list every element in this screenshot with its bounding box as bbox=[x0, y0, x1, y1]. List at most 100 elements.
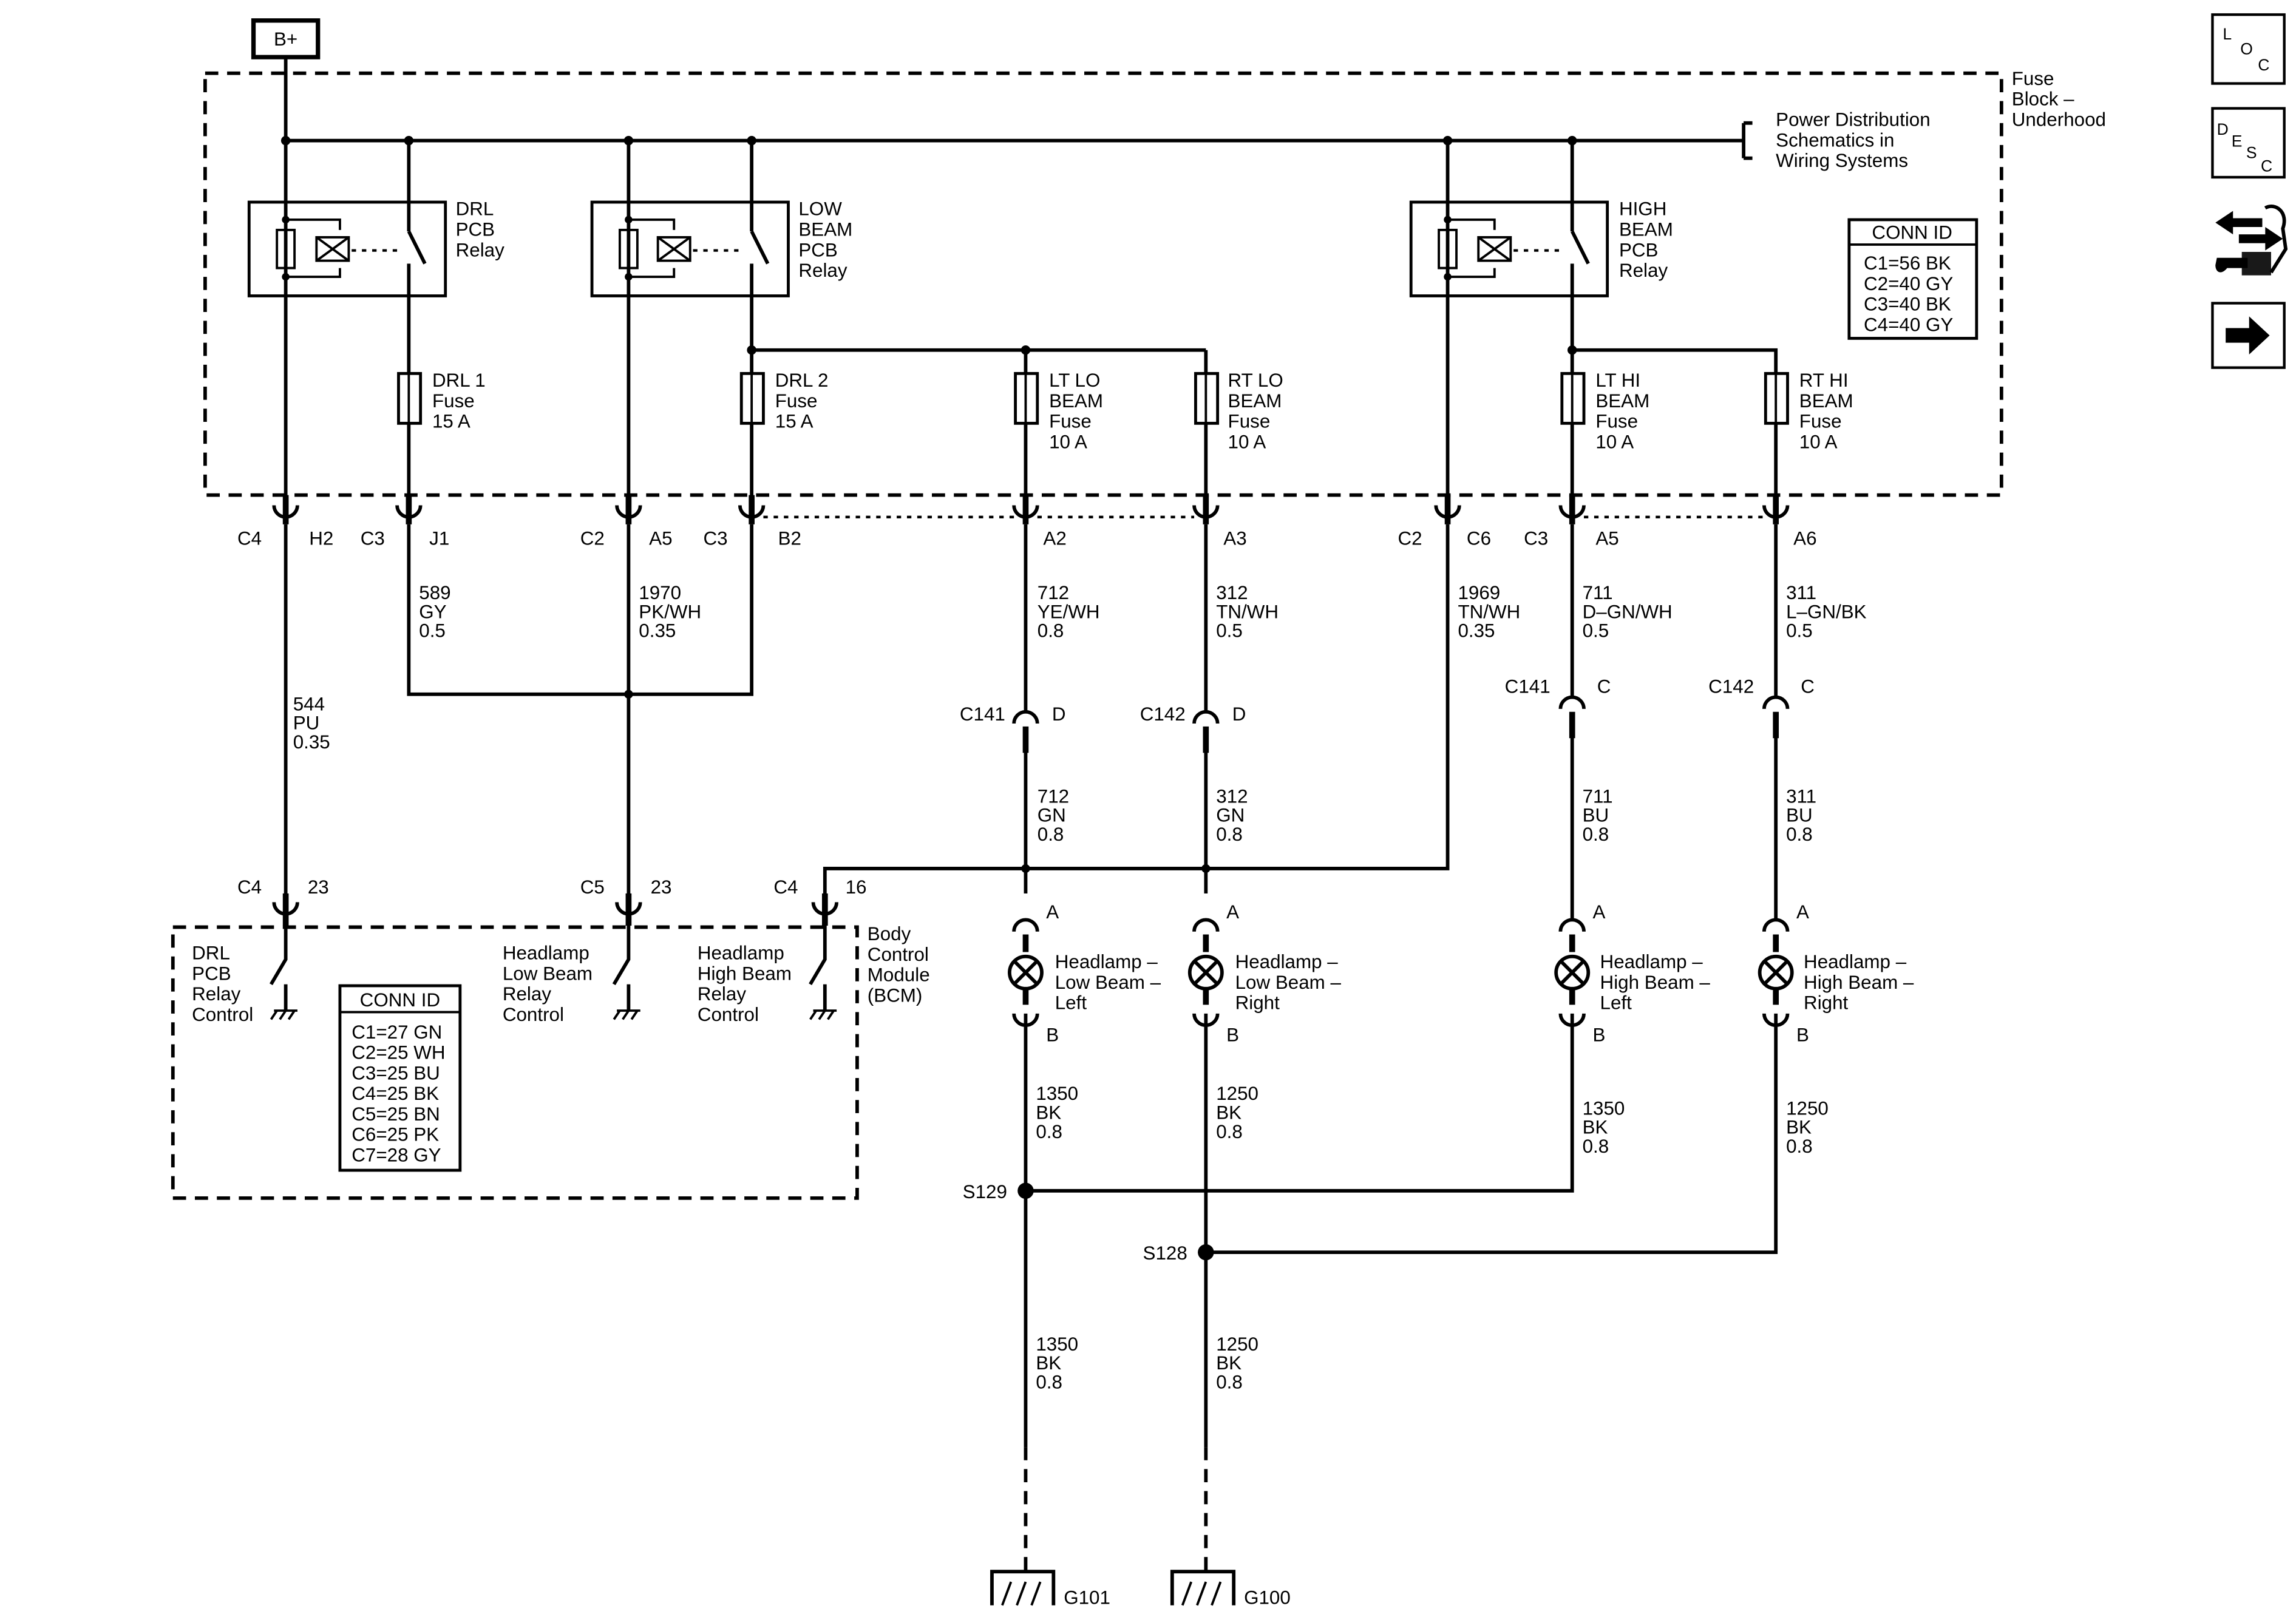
svg-text:Fuse: Fuse bbox=[1799, 411, 1842, 432]
ground-g100: G100 bbox=[1170, 1570, 1291, 1608]
svg-text:Power Distribution: Power Distribution bbox=[1776, 109, 1930, 131]
next-arrow-icon[interactable] bbox=[2211, 302, 2286, 369]
svg-text:Headlamp –: Headlamp – bbox=[1235, 951, 1339, 972]
svg-text:10 A: 10 A bbox=[1799, 431, 1838, 452]
svg-text:PK/WH: PK/WH bbox=[639, 601, 701, 622]
svg-text:0.8: 0.8 bbox=[1038, 824, 1064, 845]
svg-text:S128: S128 bbox=[1143, 1242, 1187, 1264]
description-icon[interactable]: D E S C bbox=[2211, 107, 2286, 179]
svg-text:23: 23 bbox=[651, 876, 672, 898]
svg-text:312: 312 bbox=[1216, 582, 1248, 603]
fuse-block-title: Fuse Block – Underhood bbox=[2012, 68, 2106, 131]
svg-text:C3: C3 bbox=[1524, 528, 1548, 549]
svg-text:RT LO: RT LO bbox=[1228, 370, 1283, 391]
svg-text:Low Beam –: Low Beam – bbox=[1055, 972, 1161, 993]
svg-text:GN: GN bbox=[1216, 805, 1245, 826]
svg-text:BEAM: BEAM bbox=[1619, 219, 1673, 240]
svg-text:Relay: Relay bbox=[798, 260, 847, 281]
svg-text:Headlamp: Headlamp bbox=[503, 943, 589, 964]
svg-text:0.8: 0.8 bbox=[1216, 824, 1243, 845]
svg-text:C4=40 GY: C4=40 GY bbox=[1864, 314, 1953, 335]
svg-text:C1=56 BK: C1=56 BK bbox=[1864, 253, 1951, 274]
svg-text:GN: GN bbox=[1038, 805, 1066, 826]
svg-text:C: C bbox=[2258, 56, 2269, 74]
svg-text:Fuse: Fuse bbox=[1228, 411, 1271, 432]
headlamp-high-beam-left bbox=[1025, 918, 1591, 1193]
svg-text:Module: Module bbox=[868, 964, 930, 986]
low-beam-pcb-relay bbox=[590, 140, 790, 297]
low-beam-relay-label: LOW BEAM PCB Relay bbox=[798, 198, 852, 281]
splice-s129: S129 bbox=[963, 1181, 1034, 1202]
svg-text:Low Beam: Low Beam bbox=[503, 963, 593, 984]
bcm-conn-id-table: CONN ID C1=27 GN C2=25 WH C3=25 BU C4=25… bbox=[338, 984, 462, 1172]
svg-text:C2: C2 bbox=[580, 528, 605, 549]
svg-text:Relay: Relay bbox=[456, 239, 505, 260]
svg-text:A: A bbox=[1046, 901, 1059, 923]
drl-pcb-relay bbox=[247, 140, 447, 297]
svg-text:C6=25 PK: C6=25 PK bbox=[352, 1124, 439, 1145]
svg-text:711: 711 bbox=[1583, 582, 1613, 603]
svg-text:High Beam –: High Beam – bbox=[1600, 972, 1711, 993]
svg-text:A: A bbox=[1226, 901, 1239, 923]
svg-text:BK: BK bbox=[1036, 1352, 1061, 1374]
svg-text:Headlamp –: Headlamp – bbox=[1055, 951, 1158, 972]
bcm-switch-high-beam bbox=[809, 926, 837, 1020]
high-beam-relay-label: HIGH BEAM PCB Relay bbox=[1619, 198, 1673, 281]
svg-text:C3=40 BK: C3=40 BK bbox=[1864, 294, 1951, 315]
svg-text:B2: B2 bbox=[778, 528, 801, 549]
svg-text:0.5: 0.5 bbox=[1786, 620, 1813, 642]
svg-text:Control: Control bbox=[868, 944, 929, 965]
svg-text:C2: C2 bbox=[1398, 528, 1422, 549]
svg-text:A: A bbox=[1796, 901, 1809, 923]
svg-text:0.8: 0.8 bbox=[1036, 1372, 1062, 1393]
svg-text:D: D bbox=[2217, 120, 2229, 138]
svg-text:Low Beam –: Low Beam – bbox=[1235, 972, 1342, 993]
svg-text:High Beam –: High Beam – bbox=[1804, 972, 1914, 993]
location-icon[interactable]: L O C bbox=[2211, 13, 2286, 85]
svg-text:LT LO: LT LO bbox=[1049, 370, 1100, 391]
svg-text:LT HI: LT HI bbox=[1595, 370, 1640, 391]
svg-text:711: 711 bbox=[1583, 785, 1613, 807]
connector-repair-icon[interactable] bbox=[2215, 205, 2288, 276]
svg-text:712: 712 bbox=[1038, 785, 1069, 807]
svg-text:C1=27 GN: C1=27 GN bbox=[352, 1022, 442, 1043]
svg-text:BEAM: BEAM bbox=[798, 219, 852, 240]
svg-text:Headlamp –: Headlamp – bbox=[1804, 951, 1907, 972]
svg-text:A5: A5 bbox=[1595, 528, 1618, 549]
svg-text:0.5: 0.5 bbox=[1216, 620, 1243, 642]
svg-text:Left: Left bbox=[1600, 992, 1632, 1014]
svg-text:0.8: 0.8 bbox=[1216, 1121, 1243, 1142]
svg-text:O: O bbox=[2240, 39, 2253, 58]
svg-text:1250: 1250 bbox=[1216, 1334, 1258, 1355]
svg-text:DRL 1: DRL 1 bbox=[432, 370, 486, 391]
svg-text:D: D bbox=[1232, 703, 1246, 725]
fuse-lt-hi-beam: LT HI BEAM Fuse 10 A bbox=[1560, 370, 1649, 452]
fuse-block-connectors bbox=[272, 495, 1790, 524]
svg-text:0.8: 0.8 bbox=[1583, 1136, 1609, 1157]
svg-text:BK: BK bbox=[1036, 1102, 1061, 1124]
svg-text:Body: Body bbox=[868, 923, 911, 944]
svg-text:1350: 1350 bbox=[1583, 1097, 1625, 1119]
fuse-drl1: DRL 1 Fuse 15 A bbox=[397, 370, 486, 432]
battery-terminal: B+ bbox=[251, 18, 321, 59]
fuse-drl2: DRL 2 Fuse 15 A bbox=[739, 370, 829, 432]
svg-text:DRL 2: DRL 2 bbox=[775, 370, 829, 391]
headlamp-low-beam-right bbox=[1187, 918, 1224, 1253]
svg-text:0.35: 0.35 bbox=[639, 620, 676, 642]
svg-text:C6: C6 bbox=[1467, 528, 1491, 549]
fuse-block-outline bbox=[203, 71, 2003, 497]
svg-text:Fuse: Fuse bbox=[432, 390, 475, 412]
headlamp-low-beam-left bbox=[1008, 918, 1044, 1191]
svg-text:E: E bbox=[2232, 132, 2243, 150]
drl-relay-label: DRL PCB Relay bbox=[456, 198, 505, 261]
svg-text:1969: 1969 bbox=[1458, 582, 1500, 603]
svg-text:A5: A5 bbox=[649, 528, 672, 549]
battery-label: B+ bbox=[274, 29, 297, 50]
svg-text:Relay: Relay bbox=[1619, 260, 1668, 281]
svg-text:Relay: Relay bbox=[503, 983, 552, 1005]
svg-text:0.8: 0.8 bbox=[1786, 1136, 1813, 1157]
svg-text:C4: C4 bbox=[773, 876, 798, 898]
